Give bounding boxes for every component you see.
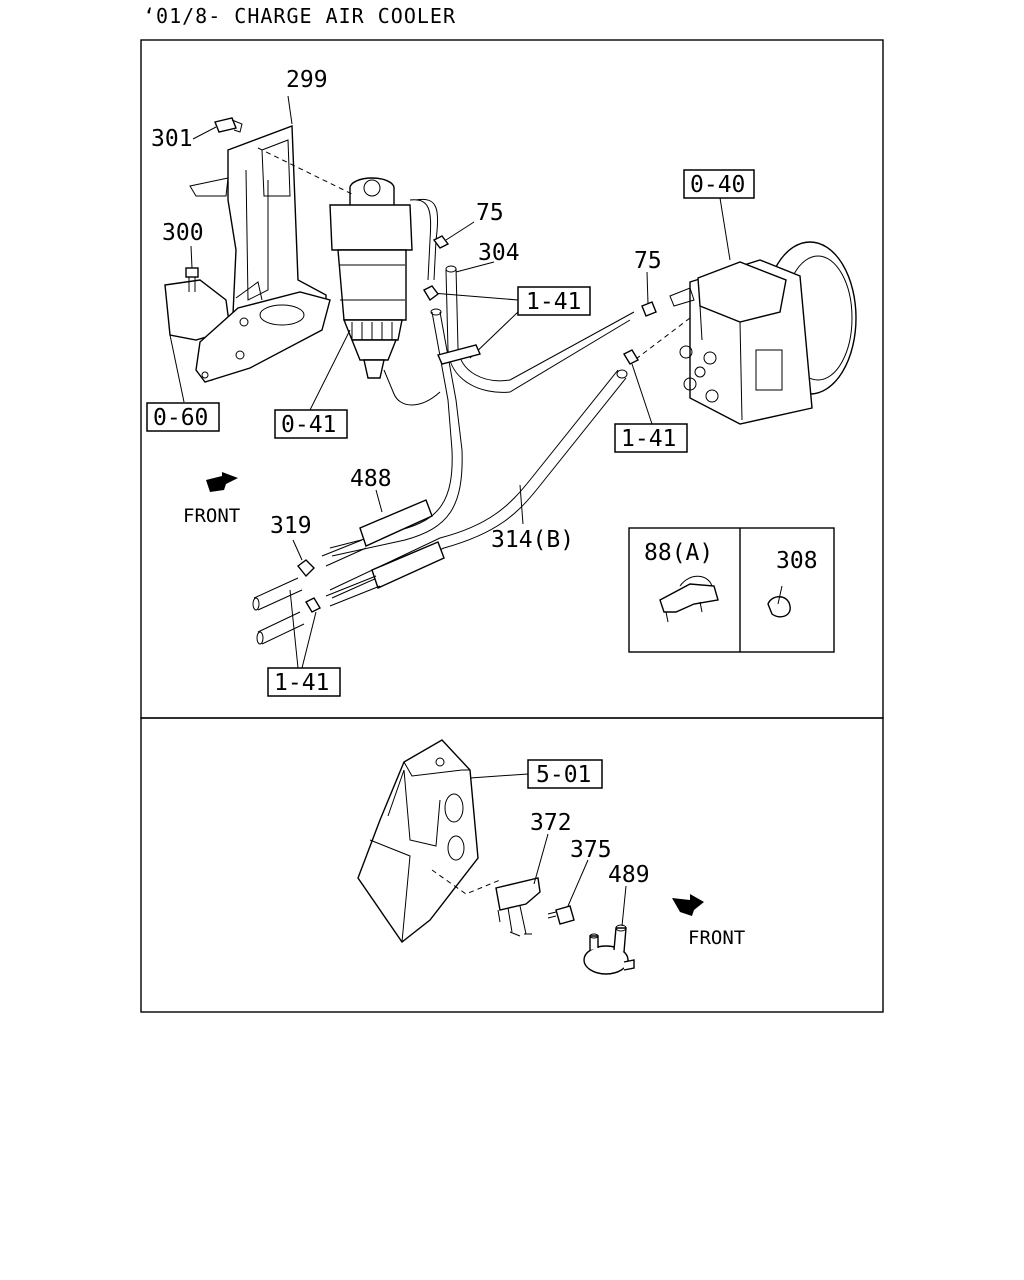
ref-box-0-40 <box>683 169 755 199</box>
part-number-299: 299 <box>286 67 328 93</box>
part-number-314b: 314(B) <box>491 527 574 553</box>
inset-label-88a: 88(A) <box>644 540 713 566</box>
front-arrow-icon-lower <box>672 894 704 916</box>
leader-319 <box>292 539 303 561</box>
ref-box-0-60-label: 0-60 <box>153 405 208 431</box>
clip-319 <box>297 559 315 578</box>
frame-bracket-5-01 <box>357 739 479 944</box>
ref-box-5-01 <box>527 759 603 789</box>
ref-box-5-01-label: 5-01 <box>536 762 591 788</box>
part-number-75a: 75 <box>476 200 504 226</box>
leader-0-40 <box>719 197 731 261</box>
leader-0-60 <box>169 334 185 403</box>
inset-label-308: 308 <box>776 548 818 574</box>
part-number-300: 300 <box>162 220 204 246</box>
leader-488 <box>375 489 383 513</box>
part-number-304: 304 <box>478 240 520 266</box>
leader-300 <box>190 245 193 269</box>
ref-box-1-41-b <box>614 423 688 453</box>
leader-301 <box>192 126 217 140</box>
connector-489 <box>583 924 635 975</box>
ref-box-0-40-label: 0-40 <box>690 172 745 198</box>
part-number-488: 488 <box>350 466 392 492</box>
part-number-375: 375 <box>570 837 612 863</box>
hose-314b <box>329 308 628 599</box>
ref-box-1-41-a <box>517 286 591 316</box>
front-arrow-icon <box>206 472 238 492</box>
ref-box-1-41-c-label: 1-41 <box>274 670 329 696</box>
hose-488 <box>321 499 445 607</box>
leader-75b <box>646 271 649 305</box>
front-label-lower: FRONT <box>688 927 745 949</box>
bracket-372 <box>495 877 541 937</box>
part-number-372: 372 <box>530 810 572 836</box>
leader-5-01 <box>469 773 529 779</box>
hose-ends <box>252 577 305 645</box>
leader-0-41 <box>309 329 351 411</box>
bracket-299 <box>164 125 331 383</box>
page-title: ‘01/8- CHARGE AIR COOLER <box>143 4 456 28</box>
part-number-301: 301 <box>151 126 193 152</box>
ref-box-0-41 <box>274 409 348 439</box>
leader-489 <box>621 885 627 927</box>
part-number-75b: 75 <box>634 248 662 274</box>
clamps-1-41 <box>305 235 657 613</box>
ref-box-0-60 <box>146 402 220 432</box>
hose-304 <box>445 265 635 393</box>
front-label: FRONT <box>183 505 240 527</box>
bolt-301 <box>214 117 243 133</box>
ref-box-1-41-a-label: 1-41 <box>526 289 581 315</box>
ref-box-1-41-c <box>267 667 341 697</box>
guide-line-pump <box>631 317 691 363</box>
leader-1-41b <box>631 363 653 425</box>
leader-372 <box>533 833 549 885</box>
part-number-489: 489 <box>608 862 650 888</box>
leader-304 <box>455 261 495 273</box>
ref-box-0-41-label: 0-41 <box>281 412 336 438</box>
clamp-inset <box>628 527 835 653</box>
leader-299 <box>287 95 293 125</box>
part-number-319: 319 <box>270 513 312 539</box>
guide-line-lower <box>431 869 501 895</box>
leader-75a <box>445 221 475 241</box>
ref-box-1-41-b-label: 1-41 <box>621 426 676 452</box>
leader-375 <box>567 859 589 907</box>
lower-panel-frame <box>140 717 884 1013</box>
bolt-375 <box>547 905 575 925</box>
injection-pump <box>669 241 857 425</box>
fuel-filter <box>329 177 441 406</box>
